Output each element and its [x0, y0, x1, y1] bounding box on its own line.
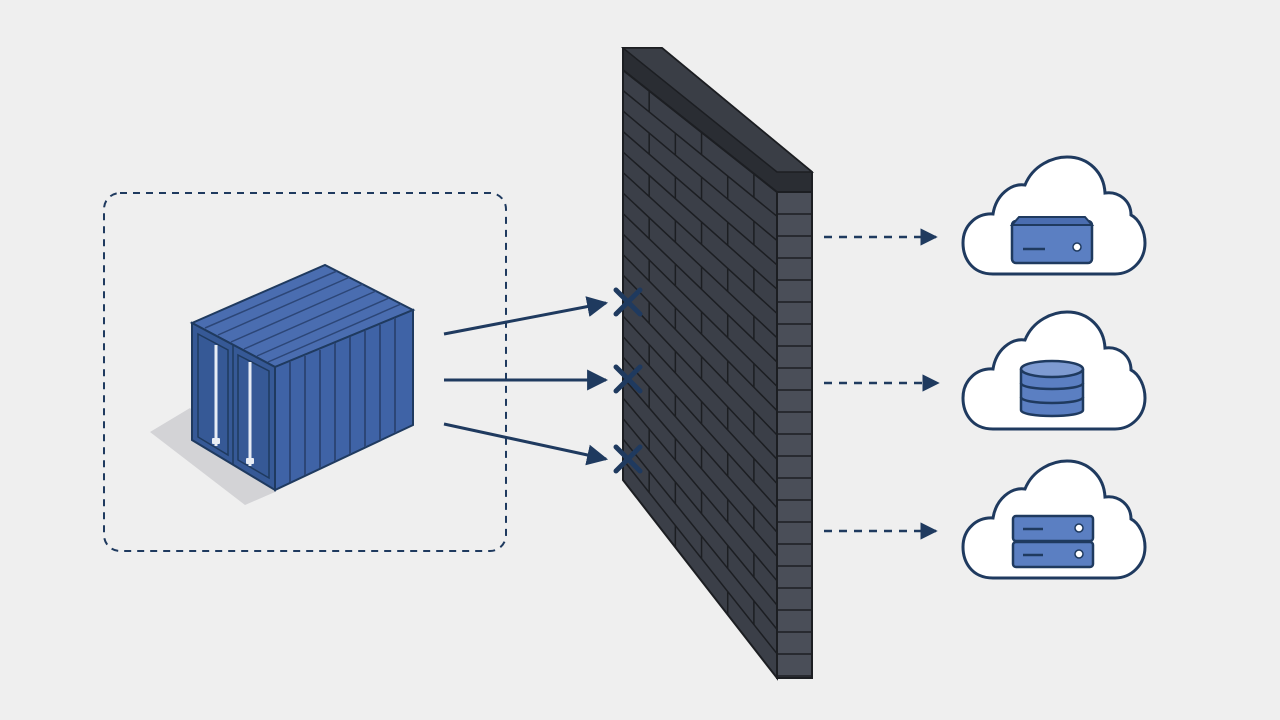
wall-brick-course	[622, 356, 778, 533]
blocked-connection-arrow-1	[443, 296, 609, 336]
cloud-database-icon	[961, 310, 1147, 431]
x-mark-icon	[613, 364, 643, 394]
wall-brick-course	[622, 274, 778, 436]
cloud-server-icon	[961, 155, 1147, 276]
wall-brick-course	[622, 151, 778, 290]
blocked-connection-arrow-3	[443, 422, 609, 466]
wall-brick-course	[622, 192, 778, 339]
wall-brick-course	[622, 233, 778, 387]
wall-brick-course	[622, 110, 778, 242]
x-mark-icon	[613, 444, 643, 474]
wall-brick-course	[622, 315, 778, 485]
database-icon	[1019, 359, 1085, 418]
isolation-boundary	[103, 192, 507, 552]
wall-brick-course	[622, 438, 778, 630]
x-mark-icon	[613, 287, 643, 317]
brick-wall-icon	[620, 47, 815, 681]
wall-brick-course	[622, 397, 778, 582]
server-rack-icon	[1011, 514, 1095, 569]
server-icon	[1009, 216, 1095, 265]
cloud-server-rack-icon	[961, 459, 1147, 580]
shipping-container-icon	[150, 263, 416, 505]
